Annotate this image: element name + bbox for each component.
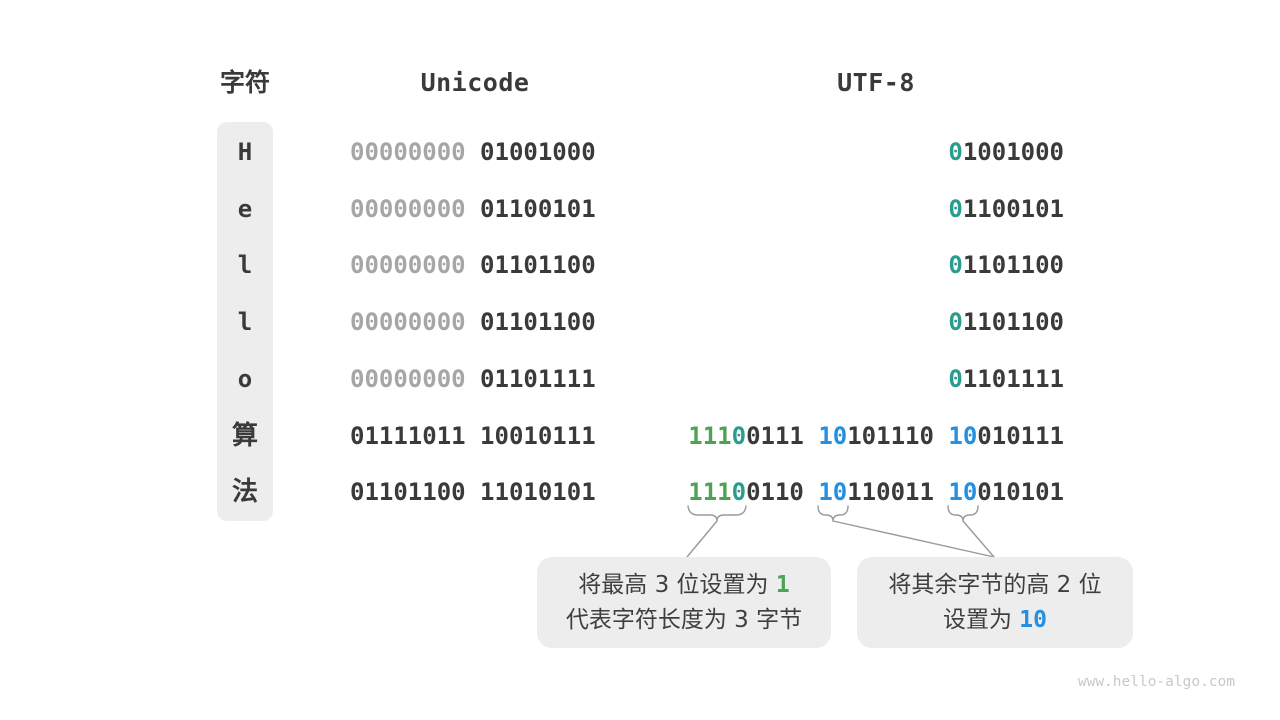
- bit-segment: 0: [948, 138, 963, 166]
- bit-segment: 01100101: [480, 195, 596, 223]
- bit-segment: 1100101: [962, 195, 1064, 223]
- bit-segment: 10: [818, 422, 848, 450]
- unicode-bits: 00000000 01101100: [350, 306, 596, 338]
- bit-segment: [466, 251, 480, 279]
- bit-segment: 01001000: [480, 138, 596, 166]
- highlight-bits-ten: 10: [1019, 606, 1047, 633]
- char-cell: H: [237, 138, 253, 166]
- char-cell: 算: [231, 421, 258, 451]
- utf8-bits: 01101100: [948, 306, 1064, 338]
- bit-segment: 01101100: [350, 478, 466, 506]
- bit-segment: 0: [948, 365, 963, 393]
- bit-segment: 1101111: [962, 365, 1064, 393]
- unicode-bits: 00000000 01101100: [350, 249, 596, 281]
- bit-segment: 0110: [746, 478, 804, 506]
- callout-msb: 将最高 3 位设置为 1 代表字符长度为 3 字节: [537, 557, 831, 648]
- bit-segment: 111: [688, 478, 732, 506]
- bit-segment: 1101100: [962, 308, 1064, 336]
- utf8-bits: 01001000: [948, 136, 1064, 168]
- bit-segment: 01101100: [480, 308, 596, 336]
- char-column-background: [217, 122, 273, 521]
- bit-segment: 111: [688, 422, 732, 450]
- callout-cont-line2: 设置为 10: [942, 606, 1047, 633]
- highlight-bit-one: 1: [775, 571, 790, 598]
- bit-segment: 00000000: [350, 251, 466, 279]
- unicode-bits: 00000000 01101111: [350, 363, 596, 395]
- connector-line: [962, 520, 995, 558]
- underbrace-msb: [687, 505, 747, 522]
- bit-segment: 110011: [847, 478, 934, 506]
- bit-segment: 0: [731, 478, 747, 506]
- underbrace-cont-1: [817, 505, 849, 522]
- bit-segment: [466, 138, 480, 166]
- watermark: www.hello-algo.com: [1077, 674, 1235, 690]
- callout-msb-line1: 将最高 3 位设置为 1: [578, 571, 790, 598]
- underbrace-cont-2: [947, 505, 979, 522]
- connector-line: [686, 520, 718, 558]
- bit-segment: [466, 365, 480, 393]
- bit-segment: 00000000: [350, 195, 466, 223]
- bit-segment: 0: [948, 195, 963, 223]
- unicode-bits: 00000000 01100101: [350, 193, 596, 225]
- bit-segment: [934, 422, 948, 450]
- bit-segment: [804, 422, 818, 450]
- callout-cont-line1: 将其余字节的高 2 位: [888, 571, 1102, 598]
- callout-continuation: 将其余字节的高 2 位 设置为 10: [857, 557, 1133, 648]
- char-cell: o: [237, 365, 253, 393]
- bit-segment: 010111: [977, 422, 1064, 450]
- bit-segment: 101110: [847, 422, 934, 450]
- char-cell: e: [237, 195, 253, 223]
- connector-line: [832, 520, 995, 558]
- bit-segment: [804, 478, 818, 506]
- char-cell: 法: [231, 477, 258, 507]
- bit-segment: 00000000: [350, 365, 466, 393]
- bit-segment: 01111011: [350, 422, 466, 450]
- bit-segment: 1101100: [962, 251, 1064, 279]
- bit-segment: 10010111: [480, 422, 596, 450]
- char-cell: l: [237, 251, 253, 279]
- bit-segment: 0111: [746, 422, 804, 450]
- bit-segment: [466, 308, 480, 336]
- utf8-bits: 01100101: [948, 193, 1064, 225]
- bit-segment: 1001000: [962, 138, 1064, 166]
- bit-segment: 0: [948, 251, 963, 279]
- bit-segment: 010101: [977, 478, 1064, 506]
- unicode-bits: 01111011 10010111: [350, 420, 596, 452]
- utf8-bits: 11100110 10110011 10010101: [688, 476, 1064, 508]
- bit-segment: [466, 478, 480, 506]
- char-cell: l: [237, 308, 253, 336]
- bit-segment: [466, 195, 480, 223]
- utf8-bits: 01101111: [948, 363, 1064, 395]
- bit-segment: 10: [948, 422, 978, 450]
- bit-segment: 10: [948, 478, 978, 506]
- column-header-utf8: UTF-8: [837, 68, 915, 97]
- unicode-bits: 00000000 01001000: [350, 136, 596, 168]
- unicode-bits: 01101100 11010101: [350, 476, 596, 508]
- bit-segment: 10: [818, 478, 848, 506]
- bit-segment: 0: [948, 308, 963, 336]
- bit-segment: [934, 478, 948, 506]
- utf8-bits: 01101100: [948, 249, 1064, 281]
- bit-segment: 01101100: [480, 251, 596, 279]
- bit-segment: 00000000: [350, 138, 466, 166]
- bit-segment: 0: [731, 422, 747, 450]
- bit-segment: 01101111: [480, 365, 596, 393]
- utf8-bits: 11100111 10101110 10010111: [688, 420, 1064, 452]
- column-header-char: 字符: [219, 68, 270, 97]
- bit-segment: [466, 422, 480, 450]
- bit-segment: 11010101: [480, 478, 596, 506]
- callout-msb-line2: 代表字符长度为 3 字节: [565, 606, 803, 633]
- column-header-unicode: Unicode: [420, 68, 530, 97]
- bit-segment: 00000000: [350, 308, 466, 336]
